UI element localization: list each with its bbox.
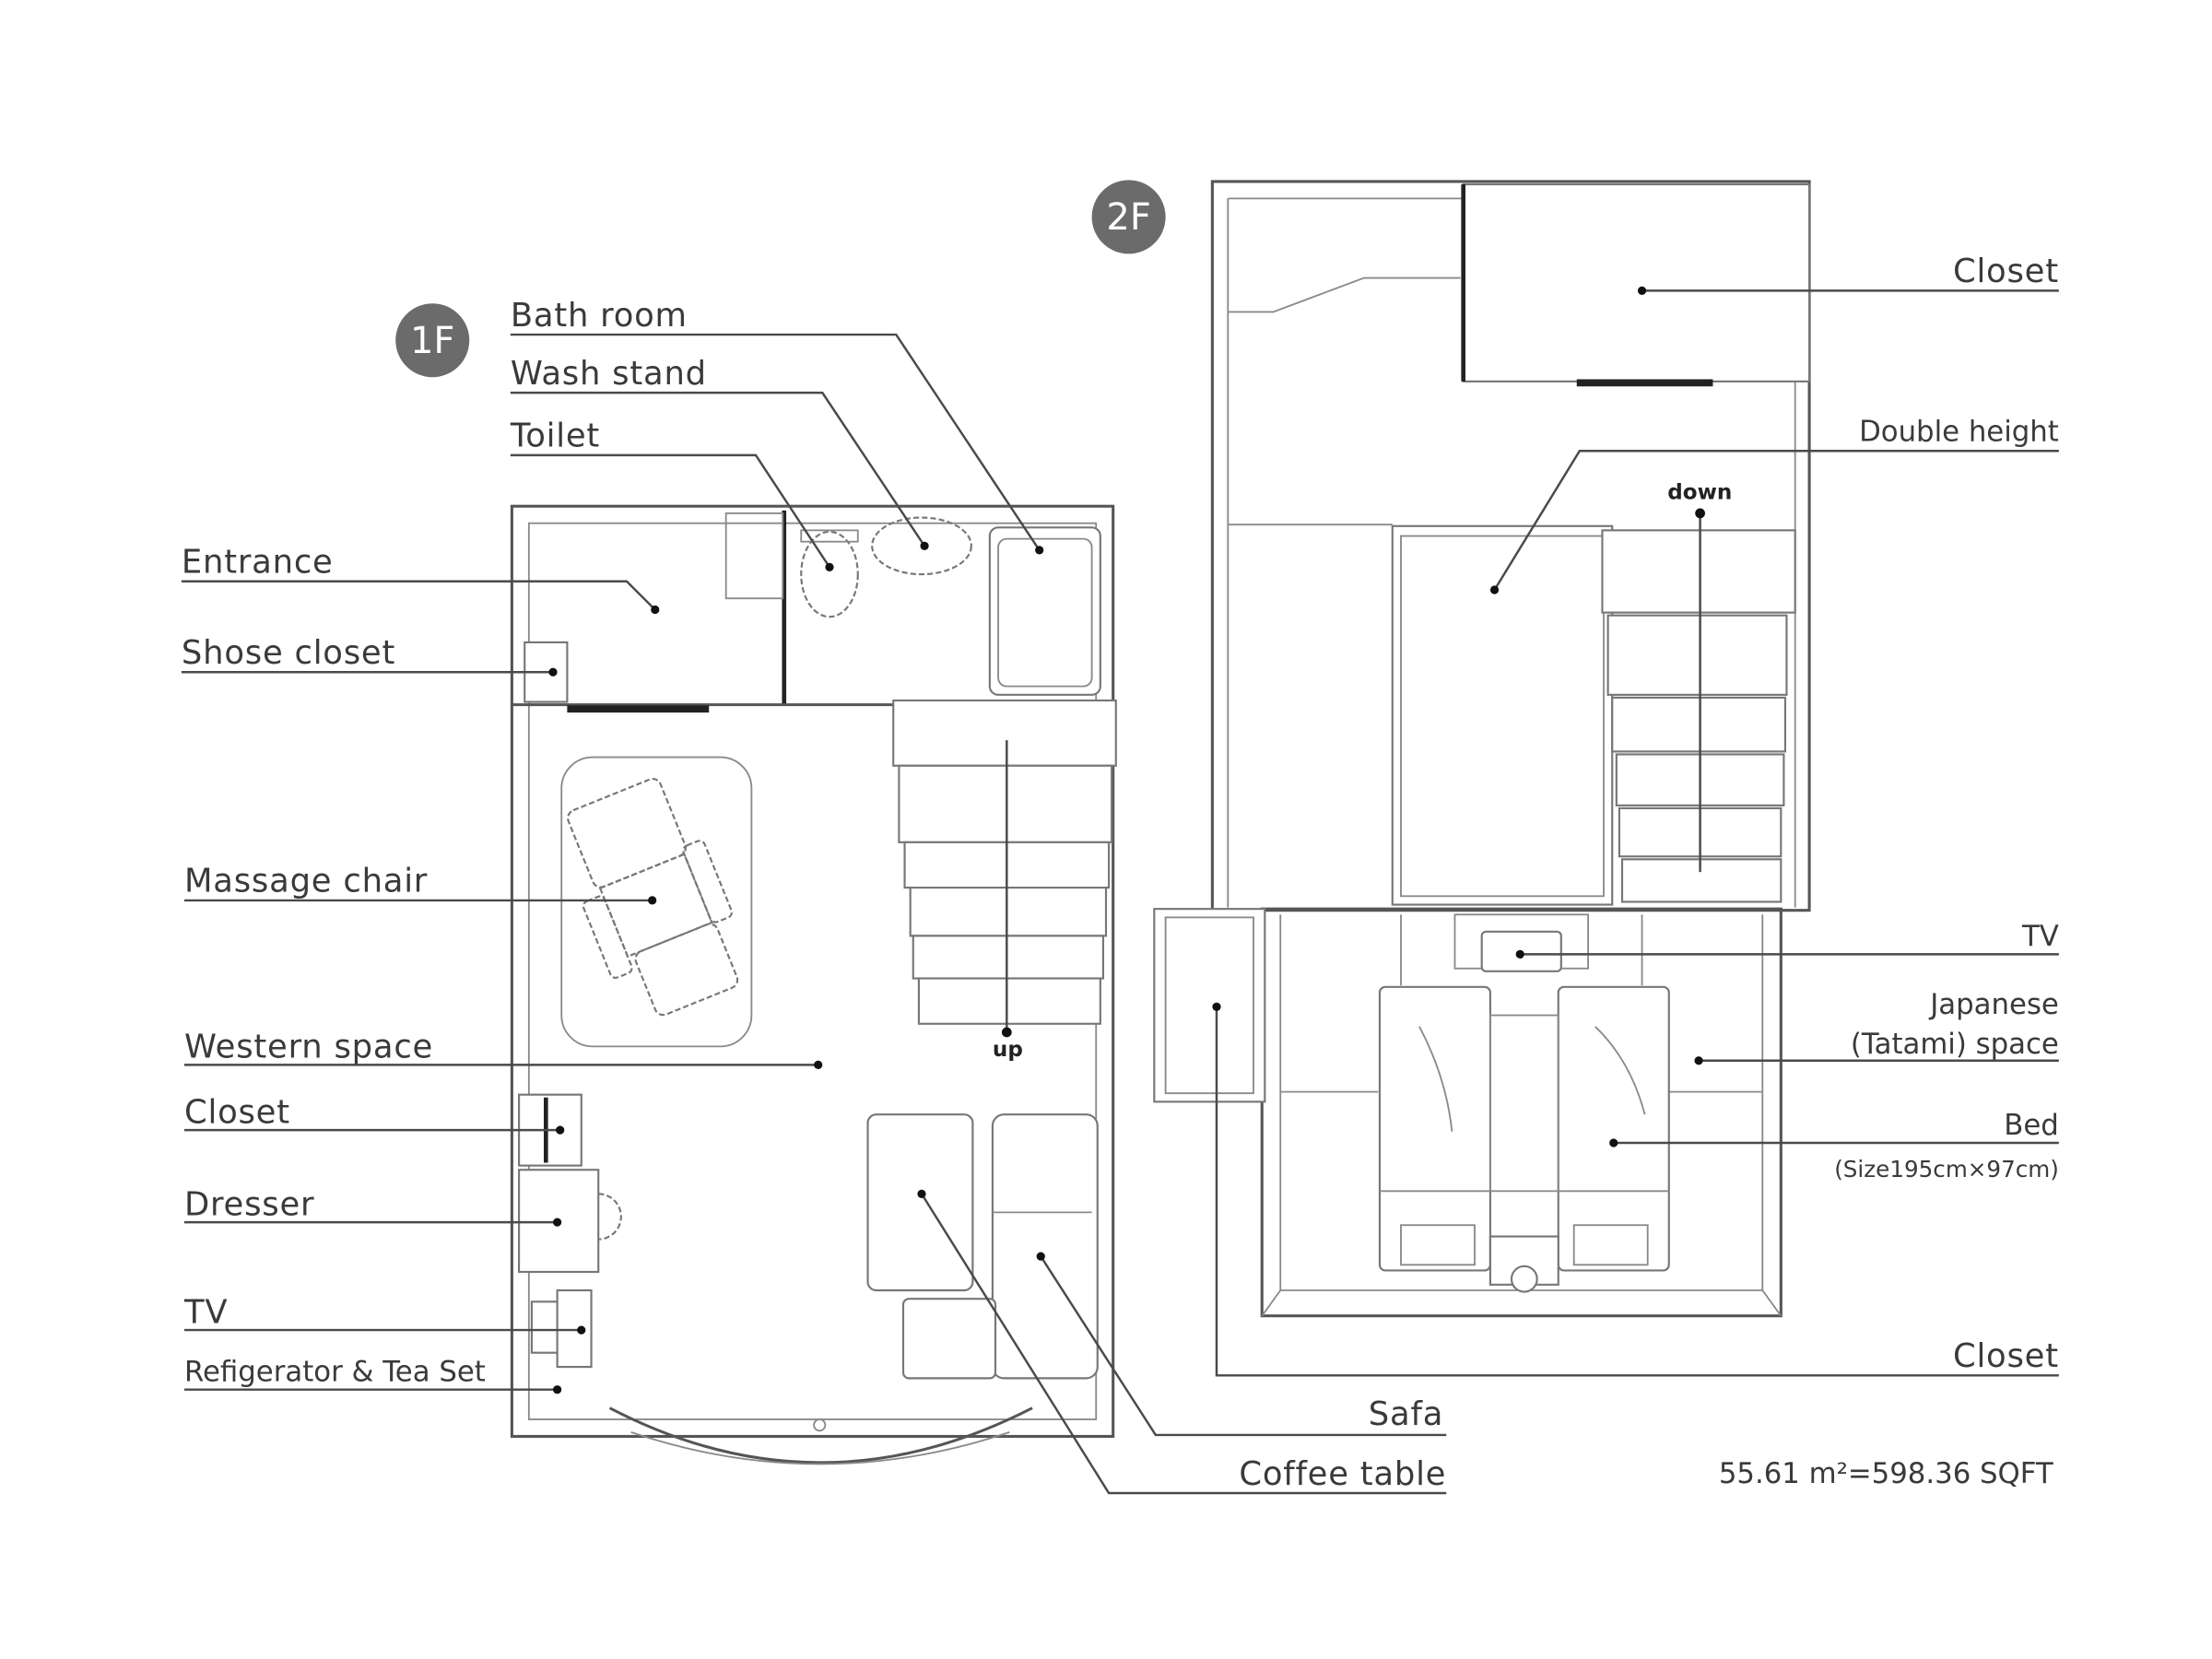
label-wash-stand: Wash stand: [511, 355, 707, 393]
label-massage-chair: Massage chair: [184, 863, 428, 900]
label-closet-2f-top: Closet: [1953, 253, 2059, 290]
label-japanese-space-line1: Japanese: [1928, 988, 2059, 1021]
bay-window: [608, 1406, 1033, 1465]
label-bath-room: Bath room: [511, 297, 688, 335]
label-japanese-space-line2: (Tatami) space: [1851, 1028, 2059, 1061]
label-shoe-closet: Shose closet: [182, 634, 395, 672]
label-closet-2f-bottom: Closet: [1953, 1337, 2059, 1375]
label-dresser: Dresser: [184, 1185, 314, 1223]
massage-chair-shape: [567, 778, 739, 1017]
floor-badge-1f-text: 1F: [410, 320, 454, 362]
closet-2f-bottom-shape: [1153, 908, 1266, 1103]
refrigerator-shape: [556, 1288, 593, 1369]
area-text: 55.61 m²=598.36 SQFT: [1719, 1457, 2053, 1490]
label-bed-size: (Size195cm×97cm): [1834, 1156, 2059, 1182]
label-bed: Bed: [2004, 1109, 2059, 1142]
1f-staircase: up: [892, 699, 1117, 1062]
sofa-shape: [991, 1113, 1099, 1380]
label-sofa: Safa: [1369, 1395, 1443, 1433]
bed-left-shape: [1378, 985, 1491, 1272]
stair-down-label: down: [1667, 481, 1732, 505]
label-tv-2f: TV: [2021, 920, 2059, 953]
1f-leaders: [181, 333, 1447, 1495]
second-floor: 2F down: [1091, 180, 1811, 1318]
floor-badge-2f: [1091, 180, 1166, 254]
2f-lower-wall: [1260, 907, 1783, 1318]
double-height-void: [1391, 524, 1614, 906]
floor-badge-1f: [395, 303, 470, 378]
label-toilet: Toilet: [510, 418, 600, 455]
floor-badge-2f-text: 2F: [1106, 196, 1150, 239]
2f-leaders: [1212, 286, 2059, 1377]
tv-1f-shape: [530, 1300, 561, 1354]
wash-stand-shape: [871, 516, 972, 576]
coffee-table-shape: [866, 1113, 974, 1292]
label-tv-1f: TV: [183, 1293, 228, 1331]
first-floor: 1F up: [395, 303, 1117, 1465]
massage-chair-mat: [560, 756, 753, 1048]
bathtub-shape: [988, 526, 1101, 696]
2f-labels: Closet Double height TV Japanese (Tatami…: [1834, 253, 2059, 1375]
toilet-shape: [800, 530, 859, 618]
bed-right-shape: [1557, 985, 1670, 1272]
label-coffee-table: Coffee table: [1239, 1455, 1446, 1493]
label-western-space: Western space: [184, 1029, 433, 1066]
2f-staircase: down: [1601, 481, 1796, 903]
1f-outer-wall: [510, 504, 1115, 1438]
label-refrigerator: Refigerator & Tea Set: [184, 1355, 486, 1388]
label-double-height: Double height: [1859, 415, 2059, 448]
1f-labels: Bath room Wash stand Toilet Entrance Sho…: [182, 297, 1446, 1493]
label-entrance: Entrance: [182, 544, 334, 582]
stair-up-label: up: [993, 1038, 1023, 1062]
label-closet-1f: Closet: [184, 1093, 290, 1131]
closet-2f-top-shape: [1462, 182, 1811, 382]
